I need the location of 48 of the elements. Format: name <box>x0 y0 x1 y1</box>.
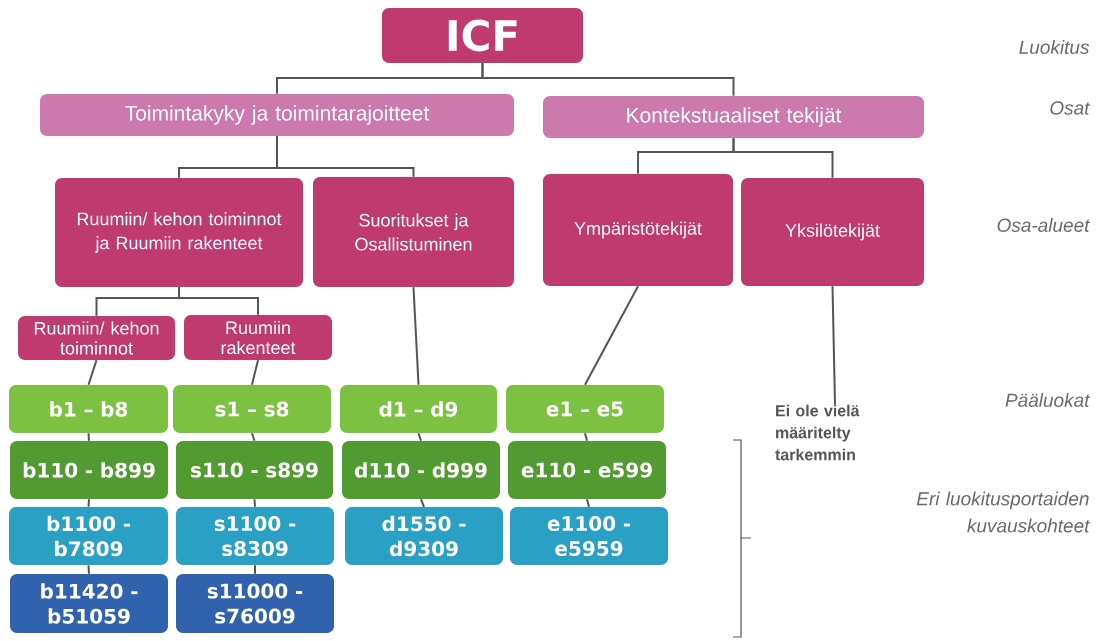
level-label: Pääluokat <box>1005 393 1091 407</box>
subdomain-box: Ruumiin/ kehon toiminnot <box>18 316 175 360</box>
code-box: b11420 - b51059 <box>10 574 168 633</box>
connector-line <box>417 432 422 442</box>
code-box: d110 - d999 <box>342 441 500 499</box>
note-text: Ei ole vielä määritelty tarkemmin <box>775 404 860 461</box>
connector-line <box>87 432 90 442</box>
connector-line <box>251 432 256 442</box>
connector-line <box>481 62 735 97</box>
connector-line <box>276 135 415 178</box>
connector-line <box>178 286 259 316</box>
domain-box: Yksilötekijät <box>741 178 924 286</box>
code-box: d1 – d9 <box>340 385 497 433</box>
code-box: e1100 - e5959 <box>510 507 668 565</box>
connector-line <box>831 285 836 406</box>
code-box: e110 - e599 <box>508 441 666 499</box>
part-box: Toimintakyky ja toimintarajoitteet <box>40 94 514 136</box>
connector-line <box>420 498 425 508</box>
domain-box: Ruumiin/ kehon toiminnot ja Ruumiin rakenteet <box>55 178 303 287</box>
code-box: e1 – e5 <box>506 385 664 433</box>
connector-line <box>253 498 256 508</box>
level-label: Osa-alueet <box>997 218 1091 232</box>
connector-line <box>732 137 834 179</box>
code-box: b1100 - b7809 <box>9 507 168 565</box>
root-box: ICF <box>382 8 583 63</box>
connector-line <box>584 285 639 386</box>
connector-line <box>586 498 590 508</box>
connector-line <box>87 359 98 386</box>
connector-line <box>87 564 90 575</box>
part-box: Kontekstuaaliset tekijät <box>543 96 924 138</box>
connector-line <box>254 564 256 575</box>
domain-box: Suoritukset ja Osallistuminen <box>313 177 514 287</box>
code-box: s1100 - s8309 <box>176 507 334 565</box>
level-label: Luokitus <box>1019 40 1090 54</box>
level-label: Eri luokitusportaiden kuvauskohteet <box>916 491 1091 533</box>
level-label: Osat <box>1050 101 1091 115</box>
connector-line <box>584 432 588 442</box>
code-box: s1 – s8 <box>173 385 331 433</box>
connector-line <box>87 498 90 508</box>
code-box: s110 - s899 <box>176 441 333 499</box>
connector-line <box>412 286 420 386</box>
code-box: b1 – b8 <box>9 385 168 433</box>
subdomain-box: Ruumiin rakenteet <box>184 315 332 360</box>
domain-box: Ympäristötekijät <box>543 174 733 286</box>
connector-line <box>251 359 259 386</box>
code-box: s11000 - s76009 <box>176 574 334 633</box>
code-box: d1550 - d9309 <box>345 507 503 565</box>
code-box: b110 - b899 <box>10 441 168 499</box>
